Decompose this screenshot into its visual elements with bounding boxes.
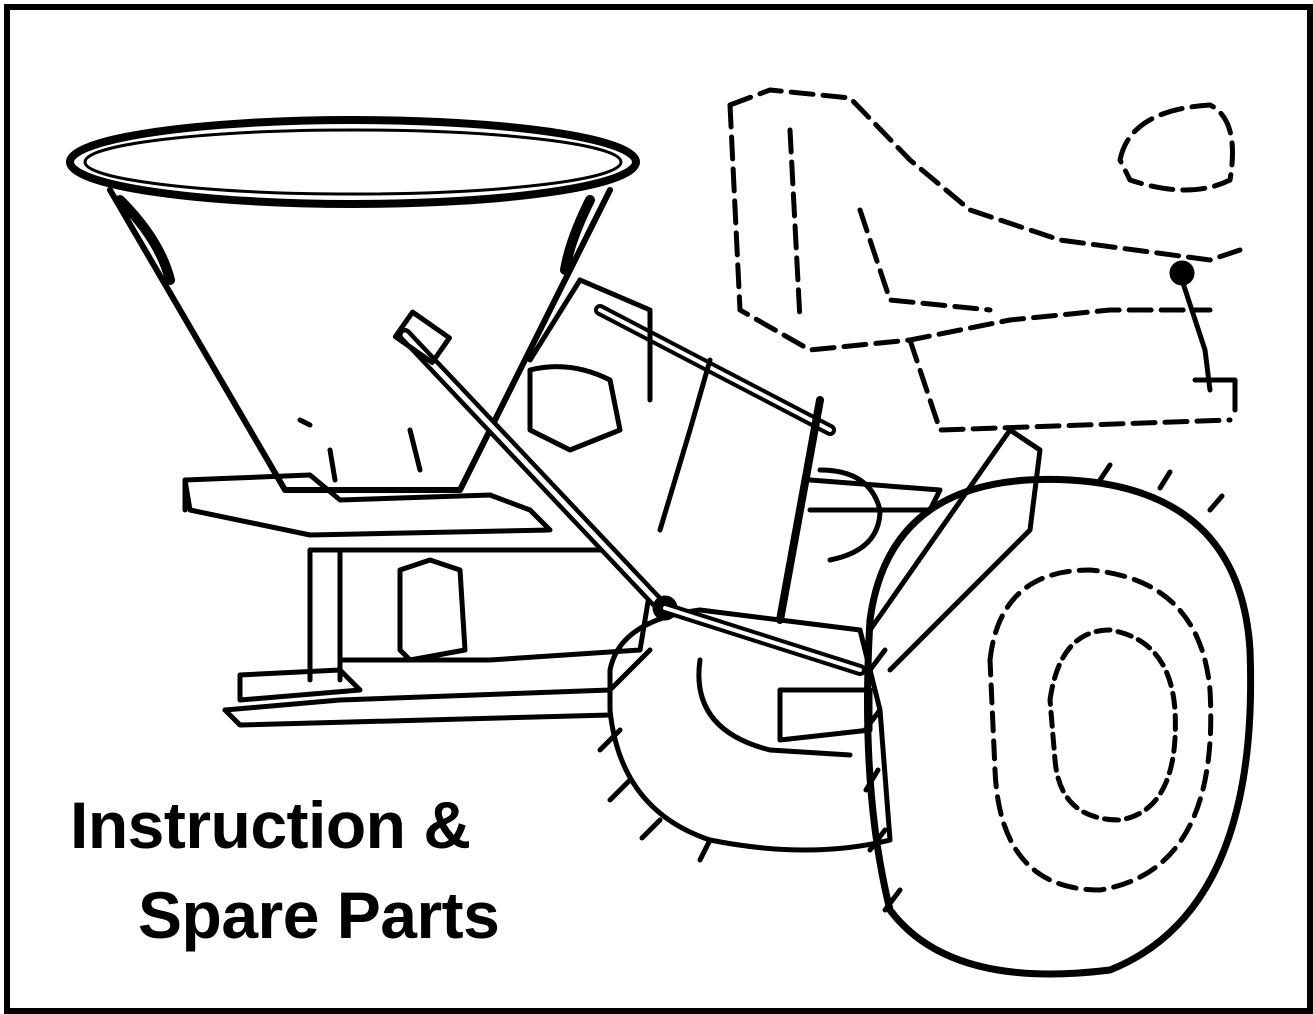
title-line-2: Spare Parts: [138, 878, 500, 952]
manual-title: Instruction & Spare Parts: [70, 780, 500, 960]
spreader-frame: [182, 472, 653, 728]
spreader-tractor-illustration: [66, 87, 1255, 978]
three-point-linkage: [392, 277, 866, 676]
tractor-hitch: [777, 427, 1043, 743]
title-line-1: Instruction &: [70, 788, 471, 862]
manual-cover: Instruction & Spare Parts: [4, 4, 1313, 1014]
tractor-lever: [1169, 260, 1238, 413]
hopper: [66, 116, 640, 493]
tractor-front-tyre: [597, 607, 893, 863]
tractor-body: [727, 87, 1243, 433]
tractor-rear-tyre: [862, 462, 1255, 978]
